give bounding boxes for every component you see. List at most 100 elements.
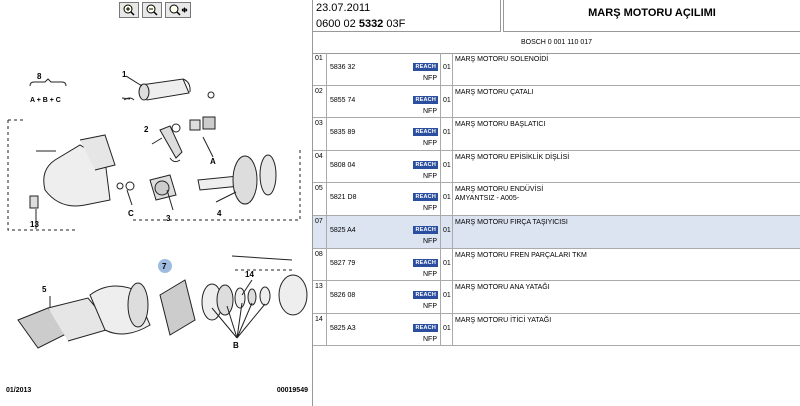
description: MARŞ MOTORU BAŞLATICI <box>455 121 546 129</box>
quantity-cell: 01 <box>441 281 453 313</box>
description-cell: MARŞ MOTORU BAŞLATICI <box>455 120 798 129</box>
part-number[interactable]: 5825 A3 <box>330 324 356 332</box>
quantity: 01 <box>443 161 451 169</box>
row-ref-cell: 5855 74 REACH NFP <box>328 85 441 118</box>
row-ref-cell: 5835 89 REACH NFP <box>328 118 441 150</box>
callout-13[interactable]: 13 <box>30 220 39 229</box>
code-prefix: 0600 02 <box>316 18 359 30</box>
nfp-label: NFP <box>423 335 437 343</box>
zoom-in-icon[interactable] <box>119 2 139 18</box>
description: MARŞ MOTORU ENDÜVİSİ <box>455 186 544 194</box>
row-index: 13 <box>313 281 327 313</box>
row-index: 04 <box>313 150 327 183</box>
part-number[interactable]: 5826 08 <box>330 292 356 300</box>
nfp-label: NFP <box>423 107 437 115</box>
quantity: 01 <box>443 96 451 104</box>
nfp-label: NFP <box>423 237 437 245</box>
zoom-toolbar <box>119 2 191 18</box>
reach-badge: REACH <box>413 128 438 137</box>
row-ref-cell: 5808 04 REACH NFP <box>328 150 441 183</box>
part-number[interactable]: 5821 D8 <box>330 194 357 202</box>
reach-badge: REACH <box>413 95 438 104</box>
part-number[interactable]: 5825 A4 <box>330 226 356 234</box>
callout-7[interactable]: 7 <box>162 262 167 271</box>
row-ref-cell: 5836 32 REACH NFP <box>328 53 441 85</box>
callout-3[interactable]: 3 <box>166 214 171 223</box>
letter-c: C <box>128 209 134 218</box>
nfp-label: NFP <box>423 172 437 180</box>
quantity-cell: 01 <box>441 150 453 183</box>
row-index: 07 <box>313 215 327 248</box>
quantity: 01 <box>443 292 451 300</box>
starter-motor-exploded-view: 1 2 3 4 5 7 8 13 14 A + B + C A C B <box>7 70 308 350</box>
zoom-out-icon[interactable] <box>142 2 162 18</box>
row-index: 01 <box>313 53 327 85</box>
quantity-cell: 01 <box>441 183 453 215</box>
quantity-cell: 01 <box>441 118 453 150</box>
reach-badge: REACH <box>413 225 438 234</box>
reach-badge: REACH <box>413 63 438 71</box>
quantity-cell: 01 <box>441 53 453 85</box>
zoom-fit-icon[interactable] <box>165 2 191 18</box>
quantity: 01 <box>443 129 451 137</box>
callout-5[interactable]: 5 <box>42 285 47 294</box>
description-cell: MARŞ MOTORU ÇATALI <box>455 88 798 97</box>
reach-badge: REACH <box>413 160 438 169</box>
row-index: 02 <box>313 85 327 118</box>
header-code: 0600 02 5332 03F <box>313 16 501 32</box>
letter-b: B <box>233 341 239 350</box>
description: MARŞ MOTORU ANA YATAĞI <box>455 284 550 292</box>
diagram-date: 01/2013 <box>6 387 32 394</box>
description: MARŞ MOTORU ÇATALI <box>455 88 534 96</box>
quantity: 01 <box>443 324 451 332</box>
nfp-label: NFP <box>423 140 437 148</box>
description: MARŞ MOTORU SOLENOİDİ <box>455 56 549 63</box>
callout-1[interactable]: 1 <box>122 70 127 79</box>
letter-a: A <box>210 157 216 166</box>
quantity-cell: 01 <box>441 313 453 346</box>
reach-badge: REACH <box>413 291 438 300</box>
diagram-id: 00019549 <box>276 387 308 394</box>
part-number[interactable]: 5855 74 <box>330 96 356 104</box>
description-cell: MARŞ MOTORU ANA YATAĞI <box>455 283 798 292</box>
code-suffix: 03F <box>383 18 406 30</box>
description-cell: MARŞ MOTORU EPİSİKLİK DİŞLİSİ <box>455 153 798 162</box>
part-number[interactable]: 5827 79 <box>330 259 356 267</box>
callout-2[interactable]: 2 <box>144 125 149 134</box>
description-cell: MARŞ MOTORU FREN PARÇALARI TKM <box>455 251 798 260</box>
description: MARŞ MOTORU İTİCİ YATAĞI <box>455 316 552 324</box>
part-number[interactable]: 5808 04 <box>330 161 356 169</box>
reach-badge: REACH <box>413 258 438 267</box>
quantity: 01 <box>443 194 451 202</box>
quantity-cell: 01 <box>441 215 453 248</box>
part-number[interactable]: 5835 89 <box>330 129 356 137</box>
description-cell: MARŞ MOTORU SOLENOİDİ <box>455 55 798 64</box>
reach-badge: REACH <box>413 323 438 332</box>
description: MARŞ MOTORU FREN PARÇALARI TKM <box>455 251 587 259</box>
row-ref-cell: 5825 A4 REACH NFP <box>328 215 441 248</box>
quantity-cell: 01 <box>441 248 453 281</box>
part-number[interactable]: 5836 32 <box>330 64 356 71</box>
callout-4[interactable]: 4 <box>217 209 222 218</box>
callout-14[interactable]: 14 <box>245 270 254 279</box>
description: MARŞ MOTORU FIRÇA TAŞIYICISI <box>455 218 568 226</box>
nfp-label: NFP <box>423 75 437 82</box>
reference-line: BOSCH 0 001 110 017 <box>313 33 800 54</box>
letters-formula: A + B + C <box>30 97 61 104</box>
row-index: 08 <box>313 248 327 281</box>
row-index: 14 <box>313 313 327 346</box>
callout-8[interactable]: 8 <box>37 72 42 81</box>
